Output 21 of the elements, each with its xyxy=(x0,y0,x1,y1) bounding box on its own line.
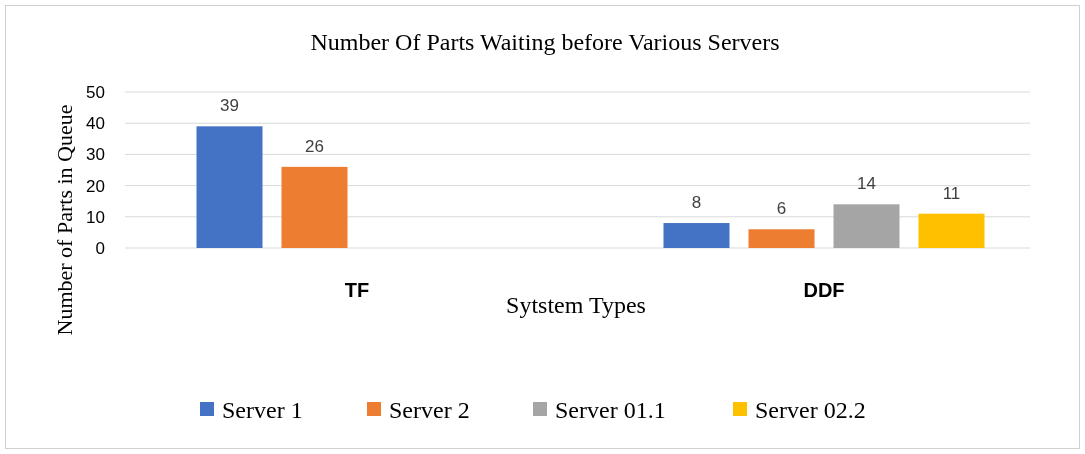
legend-label: Server 2 xyxy=(389,397,470,423)
y-tick-label: 10 xyxy=(86,207,105,227)
y-axis-title: Number of Parts in Queue xyxy=(52,104,77,336)
y-tick-label: 50 xyxy=(86,83,105,102)
legend-label: Server 02.2 xyxy=(755,397,866,423)
y-tick-label: 20 xyxy=(86,176,105,196)
data-label: 14 xyxy=(857,174,876,194)
data-label: 8 xyxy=(691,193,702,213)
y-tick-label: 0 xyxy=(95,239,105,258)
data-label: 6 xyxy=(776,199,787,219)
chart-title: Number Of Parts Waiting before Various Servers xyxy=(310,29,780,55)
data-label: 11 xyxy=(942,183,961,203)
y-tick-label: 40 xyxy=(86,114,105,134)
data-label: 26 xyxy=(305,136,324,156)
category-label: TF xyxy=(344,279,370,301)
y-tick-label: 30 xyxy=(86,145,105,165)
category-label: DDF xyxy=(803,279,845,301)
legend-label: Server 1 xyxy=(222,397,303,423)
legend-label: Server 01.1 xyxy=(555,397,666,423)
x-axis-title: Sytstem Types xyxy=(506,292,646,318)
data-label: 39 xyxy=(220,96,239,116)
